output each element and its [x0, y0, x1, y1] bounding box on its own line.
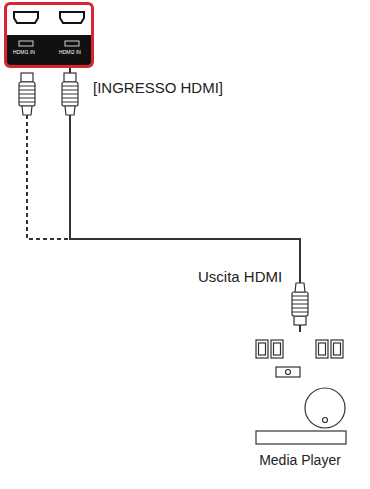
port-art: [7, 5, 91, 65]
port-name: HDMI1 IN: [11, 49, 37, 55]
port-panel: HDMI1 IN HDMI2 IN: [4, 2, 94, 68]
hdmi-plug: [292, 283, 308, 325]
port-name: HDMI2 IN: [57, 49, 83, 55]
media-player-icon: [256, 340, 346, 444]
hdmi-cable: [70, 68, 300, 332]
hdmi-plug: [19, 73, 35, 115]
dashed-cable: [27, 115, 70, 239]
device-caption: Media Player: [252, 452, 348, 469]
port-label: [INGRESSO HDMI]: [91, 79, 225, 97]
media-player: Media Player: [252, 332, 348, 472]
hdmi-plug: [62, 73, 78, 115]
output-label: Uscita HDMI: [196, 268, 284, 286]
